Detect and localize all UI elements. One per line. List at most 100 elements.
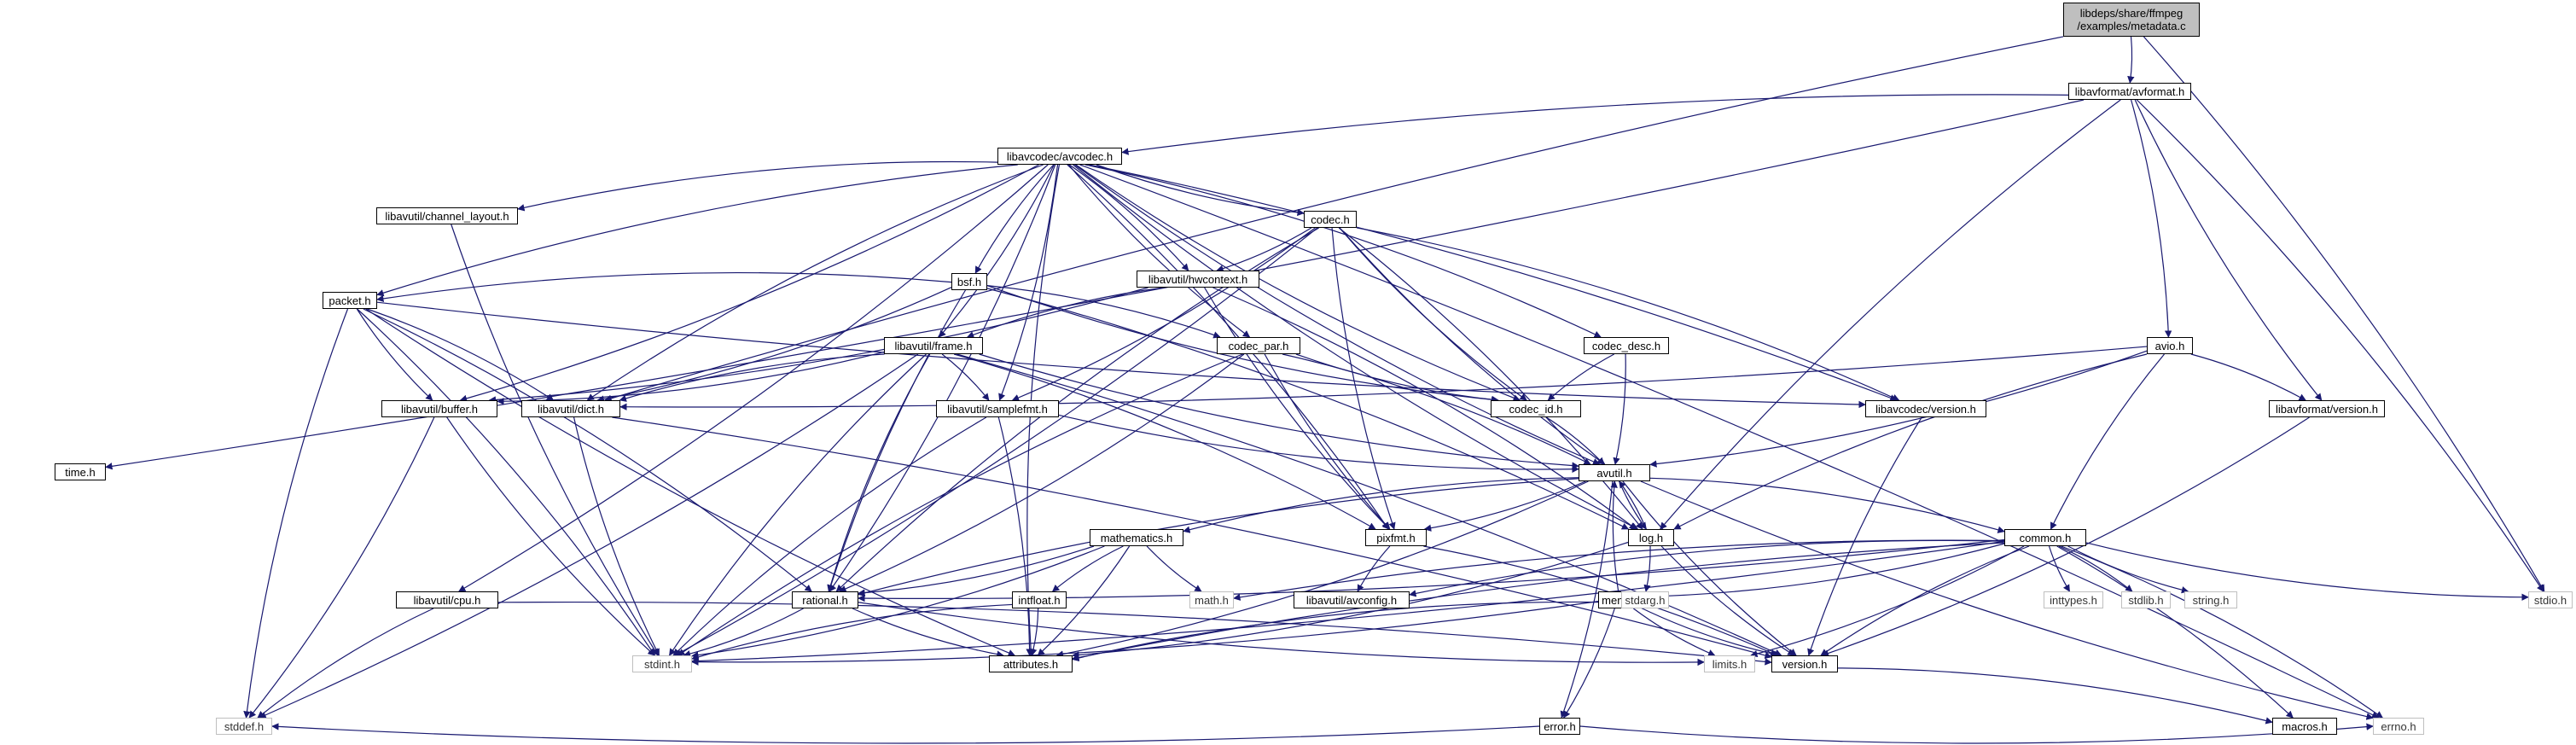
node-avformat[interactable]: libavformat/avformat.h <box>2068 83 2191 100</box>
edge-codec_par-to-codec_id <box>1295 353 1499 404</box>
edge-hwcontext-to-pixfmt <box>1204 287 1390 530</box>
node-avconfig[interactable]: libavutil/avconfig.h <box>1294 591 1410 608</box>
edge-log-to-stdarg <box>1643 545 1651 592</box>
edge-codec-to-log <box>1338 227 1643 530</box>
edge-codec-to-samplefmt <box>1011 227 1316 401</box>
node-stdint: stdint.h <box>632 655 692 672</box>
edge-bsf-to-rational <box>827 289 966 592</box>
edge-cpu-to-stddef <box>257 608 434 719</box>
node-codec-id[interactable]: codec_id.h <box>1491 400 1581 417</box>
node-error[interactable]: error.h <box>1539 718 1580 735</box>
node-pixfmt[interactable]: pixfmt.h <box>1365 529 1427 546</box>
node-packet[interactable]: packet.h <box>323 292 377 309</box>
node-intfloat[interactable]: intfloat.h <box>1012 591 1067 608</box>
node-frame[interactable]: libavutil/frame.h <box>884 337 983 354</box>
node-codec-desc[interactable]: codec_desc.h <box>1584 337 1669 354</box>
edge-version-to-macros <box>1837 667 2273 725</box>
edge-common-to-errno <box>2061 545 2383 719</box>
edge-frame-to-rational <box>827 353 931 592</box>
edge-codec_par-to-rational <box>839 353 1245 592</box>
edge-packet-to-stddef <box>243 308 349 719</box>
edge-packet-to-stdint <box>357 308 655 656</box>
edge-avcodec-to-log <box>1073 164 1639 530</box>
edge-frame-to-samplefmt <box>941 353 990 401</box>
node-root[interactable]: libdeps/share/ffmpeg/examples/metadata.c <box>2063 3 2200 37</box>
edge-common-to-rational <box>858 538 2005 602</box>
edge-samplefmt-to-stdint <box>672 416 987 656</box>
edge-root-to-stdio <box>2143 36 2545 592</box>
edge-mem-to-version <box>1638 606 1781 658</box>
node-samplefmt[interactable]: libavutil/samplefmt.h <box>936 400 1059 417</box>
edge-avcodec-to-dict <box>586 164 1044 401</box>
edge-rational-to-limits <box>858 602 1705 666</box>
edge-avcodec-to-frame <box>939 164 1055 338</box>
edge-codec_par-to-avutil <box>1282 353 1591 465</box>
edge-frame-to-stddef <box>259 353 919 719</box>
node-time[interactable]: time.h <box>55 463 106 480</box>
node-dict[interactable]: libavutil/dict.h <box>521 400 620 417</box>
edge-bsf-to-log <box>986 288 1630 530</box>
node-channel-layout[interactable]: libavutil/channel_layout.h <box>376 207 518 224</box>
edge-mathematics-to-attributes <box>1037 545 1131 656</box>
node-rational[interactable]: rational.h <box>792 591 858 608</box>
node-common[interactable]: common.h <box>2004 529 2086 546</box>
root-title-line: /examples/metadata.c <box>2077 20 2186 32</box>
root-title-line: libdeps/share/ffmpeg <box>2079 7 2183 20</box>
edge-common-to-attributes <box>1072 542 2005 661</box>
node-attributes[interactable]: attributes.h <box>989 655 1073 672</box>
edge-intfloat-to-stdint <box>691 603 1013 661</box>
edge-avutil-to-mathematics <box>1183 477 1579 533</box>
edge-rational-to-attributes <box>852 608 1004 658</box>
node-mathematics[interactable]: mathematics.h <box>1090 529 1183 546</box>
edge-mathematics-to-stdint <box>691 545 1105 659</box>
node-codec-par[interactable]: codec_par.h <box>1217 337 1300 354</box>
node-avcodec[interactable]: libavcodec/avcodec.h <box>997 148 1122 165</box>
edge-bsf-to-dict <box>596 287 952 403</box>
edge-codec_id-to-avutil <box>1545 416 1605 465</box>
node-avcodec-version[interactable]: libavcodec/version.h <box>1865 400 1986 417</box>
edge-avio-to-avutil <box>1649 350 2148 468</box>
node-avutil[interactable]: avutil.h <box>1579 464 1650 481</box>
edge-common-to-inttypes <box>2048 545 2070 592</box>
node-avio[interactable]: avio.h <box>2147 337 2193 354</box>
edge-avutil-to-rational <box>858 478 1579 597</box>
edge-bsf-to-packet <box>376 271 952 303</box>
edge-mathematics-to-intfloat <box>1051 545 1124 592</box>
edge-avcodec-to-channel_layout <box>517 160 998 212</box>
edge-frame-to-pixfmt <box>953 353 1376 530</box>
edge-avcodec-to-codec <box>1096 164 1305 217</box>
edge-avcodec-to-codec_desc <box>1084 164 1602 338</box>
edge-mathematics-to-math <box>1146 545 1202 592</box>
edge-avutil-to-version <box>1622 480 1797 656</box>
node-log[interactable]: log.h <box>1628 529 1674 546</box>
edge-log-to-version <box>1660 545 1795 656</box>
edge-codec_desc-to-avutil <box>1613 353 1626 465</box>
node-codec[interactable]: codec.h <box>1304 211 1357 228</box>
edge-codec-to-avcodec_version <box>1356 227 1900 401</box>
edge-samplefmt-to-avutil <box>1058 414 1579 473</box>
node-math: math.h <box>1189 591 1234 608</box>
node-avformat-version[interactable]: libavformat/version.h <box>2269 400 2385 417</box>
edge-common-to-version <box>1820 545 2030 656</box>
node-bsf[interactable]: bsf.h <box>951 273 987 290</box>
edge-mem-to-attributes <box>1072 601 1599 662</box>
node-macros[interactable]: macros.h <box>2272 718 2337 735</box>
node-version[interactable]: version.h <box>1771 655 1838 672</box>
edge-codec-to-stdint <box>674 227 1318 656</box>
edge-common-to-macros <box>2056 545 2294 719</box>
node-string: string.h <box>2184 591 2237 608</box>
node-cpu[interactable]: libavutil/cpu.h <box>396 591 498 608</box>
node-hwcontext[interactable]: libavutil/hwcontext.h <box>1137 271 1259 288</box>
edge-codec_par-to-pixfmt <box>1264 353 1391 530</box>
edge-common-to-limits <box>1750 545 2025 658</box>
edge-avcodec_version-to-version <box>1807 416 1922 656</box>
edge-avutil-to-common <box>1649 477 2005 533</box>
edge-hwcontext-to-log <box>1212 287 1637 530</box>
edge-mathematics-to-rational <box>858 545 1095 597</box>
edge-bsf-to-codec_par <box>986 285 1221 339</box>
edge-dict-to-version <box>612 416 1772 660</box>
edge-avformat-to-avio <box>2131 99 2172 338</box>
edge-avformat-to-log <box>1660 99 2121 530</box>
node-buffer[interactable]: libavutil/buffer.h <box>381 400 497 417</box>
edge-mem-to-error <box>1563 608 1615 719</box>
